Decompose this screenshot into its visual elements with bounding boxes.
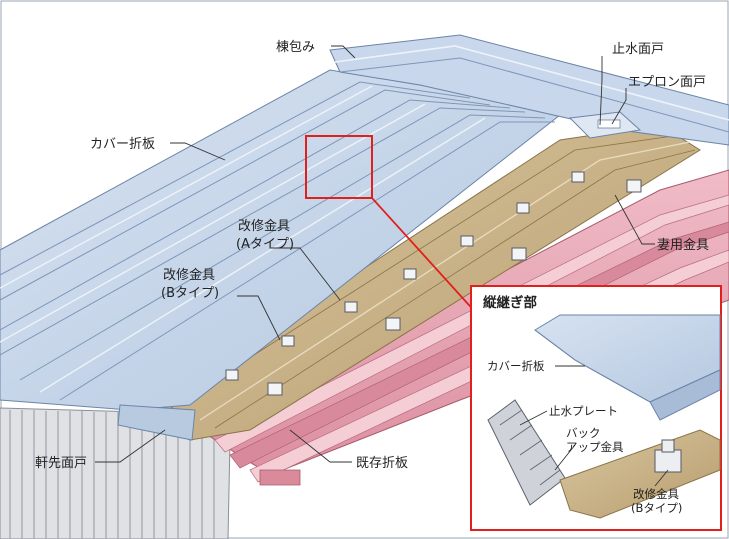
inset-label-water-stop-plate: 止水プレート — [549, 404, 618, 418]
ridge-cover — [329, 34, 729, 146]
inset-label-cover-folded-plate: カバー折板 — [487, 359, 545, 373]
detail-connector-line — [371, 197, 479, 316]
label-existing-folded-plate: 既存折板 — [356, 456, 408, 471]
leader-lines — [95, 45, 669, 487]
label-renovation-bracket-b: 改修金具 — [163, 267, 215, 283]
label-eave-closure: 軒先面戸 — [35, 456, 87, 471]
label-renovation-bracket-a-type: (Aタイプ) — [236, 237, 294, 252]
existing-wall — [0, 407, 231, 539]
cover-folded-plate — [0, 69, 562, 441]
label-gable-bracket: 妻用金具 — [657, 237, 709, 253]
label-cover-folded-plate: カバー折板 — [90, 137, 155, 152]
label-renovation-bracket-a: 改修金具 — [238, 218, 290, 234]
label-renovation-bracket-b-type: (Bタイプ) — [161, 286, 219, 301]
label-ridge-cover: 棟包み — [276, 40, 315, 55]
inset-label-renovation-bracket-b: 改修金具 — [633, 487, 679, 501]
label-apron-closure: エプロン面戸 — [628, 75, 706, 90]
inset-label-renovation-bracket-b-type: (Bタイプ) — [631, 501, 682, 515]
closures — [568, 111, 642, 139]
inset-label-backup-bracket-2: アップ金具 — [566, 440, 624, 454]
inset-detail — [470, 285, 722, 531]
inset-label-backup-bracket: バック — [566, 426, 601, 440]
renovation-brackets — [225, 171, 642, 396]
inset-title: 縦継ぎ部 — [483, 294, 537, 311]
detail-highlight-box — [305, 135, 373, 199]
label-water-stop-closure: 止水面戸 — [612, 42, 664, 57]
